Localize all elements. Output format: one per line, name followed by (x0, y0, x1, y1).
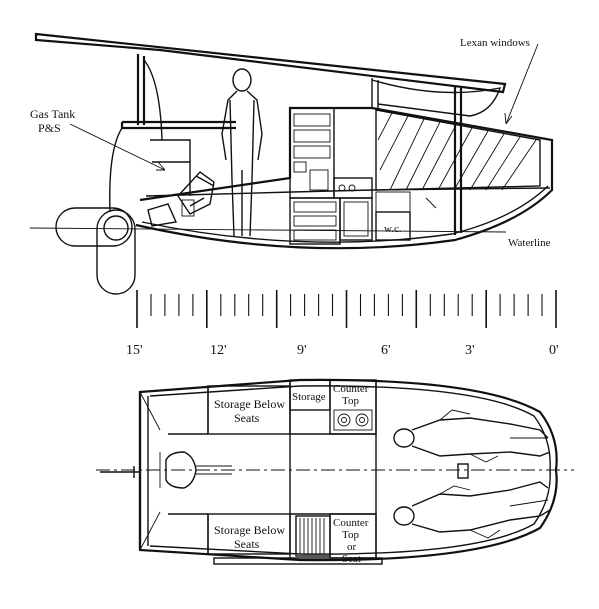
scale-label-15: 15' (126, 343, 143, 358)
stove-burner-left (337, 413, 351, 427)
galley-cabinets (289, 107, 373, 245)
galley-bulkheads (289, 380, 377, 560)
waterline-label: Waterline (508, 237, 551, 249)
canopy-front-curve (371, 79, 502, 117)
wc-cabinet-upper (375, 191, 411, 213)
front-canopy-post (453, 86, 463, 235)
sheer-line (145, 187, 551, 197)
storage-bottom-label-line1: Storage Below (214, 523, 285, 537)
scale-bar: 15' 12' 9' 6' 3' 0' (126, 290, 559, 358)
outboard-motor (147, 171, 215, 227)
gas-tank-label-line1: Gas Tank (30, 107, 75, 121)
plan-aft-bulkhead-lines (168, 386, 209, 554)
plan-view: Storage Below Seats Storage Below Seats … (96, 378, 574, 565)
lower-shelf-hatched (295, 515, 331, 557)
rear-seat-box (150, 139, 191, 196)
scale-label-9: 9' (297, 343, 307, 358)
counter-bottom-label-line2: Top (342, 529, 359, 541)
scale-label-6: 6' (381, 343, 391, 358)
storage-bottom-label-line2: Seats (234, 537, 260, 551)
lexan-window-hatch (375, 109, 541, 191)
plan-motor-well (159, 451, 232, 489)
hull-outline (135, 106, 554, 250)
standing-person-silhouette (221, 68, 263, 237)
reclining-person-upper (393, 409, 551, 463)
keel-strip (213, 557, 383, 565)
counter-bottom-label-line3: or (347, 541, 357, 553)
side-profile-view: Gas Tank P&S Lexan windows w.c. Waterlin… (29, 32, 554, 295)
counter-top-upper-label-line1: Counter (333, 383, 369, 395)
rudder-assembly (55, 207, 136, 295)
canopy-roof (34, 32, 507, 94)
gas-tank-label-line2: P&S (38, 121, 61, 135)
storage-top-label-line2: Seats (234, 411, 260, 425)
plan-rudder (100, 466, 140, 478)
gas-tank-leader (69, 123, 166, 171)
wc-label: w.c. (384, 223, 402, 235)
counter-top-upper-label-line2: Top (342, 395, 359, 407)
reclining-person-lower (393, 481, 551, 539)
stern-bracket (109, 127, 123, 213)
scale-tick-marks (136, 290, 557, 328)
counter-bottom-label-line4: Seat (342, 553, 361, 565)
scale-label-12: 12' (210, 343, 227, 358)
scale-label-3: 3' (465, 343, 475, 358)
rear-canopy-post (136, 54, 146, 125)
mid-canopy-post (371, 78, 379, 108)
mast-step-fitting (457, 463, 469, 479)
lexan-leader (505, 43, 539, 125)
lexan-windows-label: Lexan windows (460, 37, 530, 49)
counter-bottom-label-line1: Counter (333, 517, 369, 529)
waterline (29, 227, 507, 233)
storage-label: Storage (292, 391, 326, 403)
scale-label-0: 0' (549, 343, 559, 358)
stove-burner-right (355, 413, 369, 427)
storage-top-label-line1: Storage Below (214, 397, 285, 411)
stove-panel (333, 409, 373, 431)
